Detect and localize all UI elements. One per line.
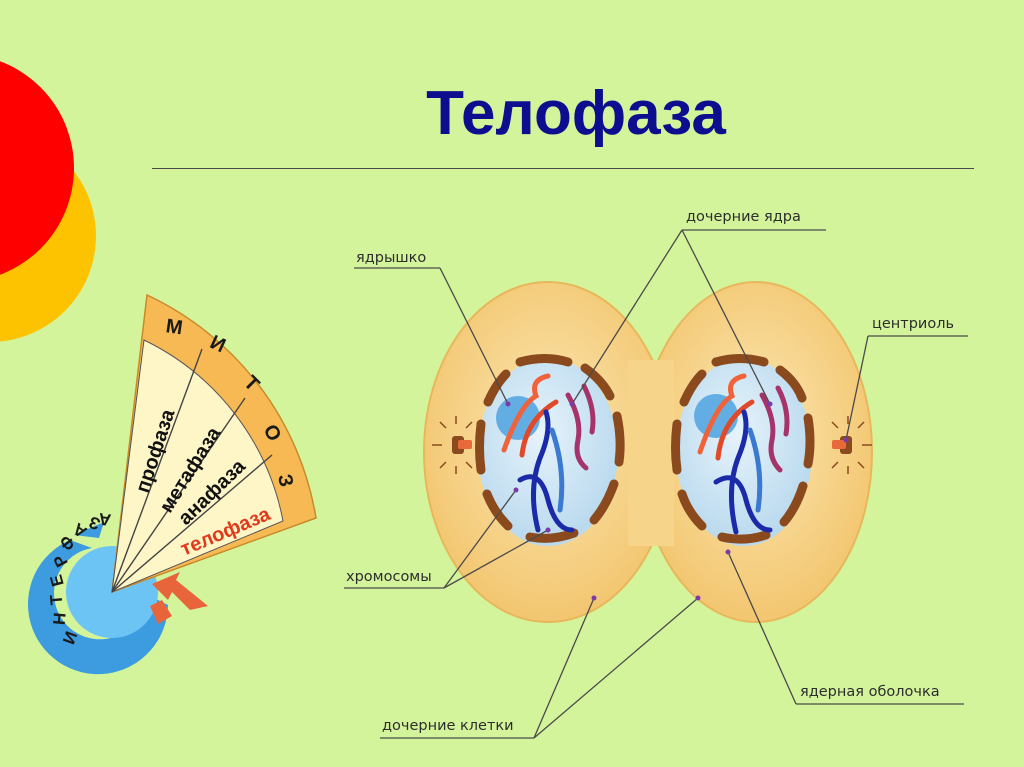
label-chromosomes: хромосомы bbox=[346, 569, 432, 585]
daughter-nucleus-left bbox=[475, 354, 625, 546]
label-daughter-nuclei: дочерние ядра bbox=[686, 209, 801, 225]
centriole-left-icon bbox=[432, 416, 473, 474]
cell-bridge bbox=[628, 360, 674, 546]
interphase-letter: И bbox=[59, 629, 81, 647]
label-daughter-cells: дочерние клетки bbox=[382, 718, 514, 734]
chromosomes-left bbox=[501, 373, 596, 533]
pointer-dots bbox=[505, 401, 849, 601]
leader-lines bbox=[344, 229, 968, 739]
nuclear-envelope-right bbox=[671, 354, 815, 544]
chromosomes-right bbox=[697, 373, 790, 535]
label-nuclear-envelope: ядерная оболочка bbox=[800, 684, 940, 700]
interphase-arrow-icon bbox=[74, 522, 104, 538]
cycle-arrow-icon-2 bbox=[150, 600, 172, 624]
mitosis-header-letter: М bbox=[164, 315, 184, 339]
cycle-arrow-icon bbox=[152, 572, 208, 610]
daughter-nucleus-right bbox=[671, 354, 815, 546]
phase-divider bbox=[111, 397, 246, 593]
label-nucleolus: ядрышко bbox=[356, 250, 426, 266]
page-title: Телофаза bbox=[426, 79, 726, 148]
interphase-letter: Т bbox=[46, 593, 66, 606]
interphase-letter: Н bbox=[50, 612, 70, 626]
interphase-ring bbox=[28, 540, 168, 675]
phase-divider bbox=[111, 348, 203, 593]
title-divider bbox=[152, 168, 974, 169]
mitosis-header-letter: З bbox=[273, 472, 297, 489]
label-centriole: центриоль bbox=[872, 316, 954, 332]
interphase-letter: Е bbox=[46, 573, 67, 589]
decor-circle-red bbox=[0, 61, 74, 275]
interphase-letter: А bbox=[97, 509, 112, 530]
centriole-right-icon bbox=[831, 416, 872, 474]
phase-divider bbox=[111, 454, 273, 593]
